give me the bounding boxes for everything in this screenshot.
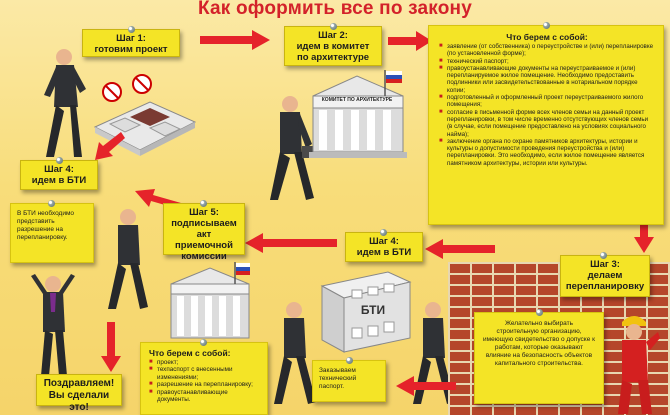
list-item: заявление (от собственника) о переустрой… [439,43,655,58]
page-title: Как оформить все по закону [198,0,472,19]
docs-bottom-note: Что берем с собой: проект; техпаспорт с … [140,342,268,415]
step4-label-bottom: Шаг 4: идем в БТИ [345,232,423,262]
docs-top-note: Что берем с собой: заявление (от собстве… [428,25,664,225]
list-item: технический паспорт; [439,58,655,66]
pin-icon [536,309,543,316]
pin-icon [200,200,207,207]
pin-icon [600,252,607,259]
bti-permit-note: В БТИ необходимо представить разрешение … [10,203,94,263]
list-item: заключение органа по охране памятников а… [439,138,655,167]
step3-label: Шаг 3: делаем перепланировку [560,255,650,297]
step4-label-top: Шаг 4: идем в БТИ [20,160,98,190]
final-banner: Поздравляем! Вы сделали это! [36,374,122,413]
docs-top-heading: Что берем с собой: [506,32,588,42]
pin-icon [48,200,55,207]
pin-icon [330,23,337,30]
builder-illustration [618,316,660,414]
list-item: правоустанавливающие документы. [149,389,261,404]
pin-icon [346,357,353,364]
person-step5-illustration [108,209,148,309]
arrow-to-step3 [634,205,654,253]
pin-icon [543,22,550,29]
pin-icon [200,339,207,346]
acceptance-building-illustration [170,262,250,339]
pin-icon [56,157,63,164]
docs-top-list: заявление (от собственника) о переустрой… [439,43,655,167]
list-item: техпаспорт с внесенными изменениями; [149,366,261,381]
list-item: правоустанавливающие документы на переус… [439,65,655,94]
bti-sign: БТИ [360,303,386,317]
arrow-step2-to-docs [388,31,432,51]
docs-bottom-heading: Что берем с собой: [149,348,231,358]
list-item: подготовленный и оформленный проект пере… [439,94,655,109]
committee-sign: КОМИТЕТ ПО АРХИТЕКТУРЕ [321,97,393,103]
person-step4-illustration [274,302,316,404]
arrow-step4-to-step5 [245,233,337,253]
docs-bottom-list: проект; техпаспорт с внесенными изменени… [149,359,261,403]
person-step1-illustration [44,49,86,157]
arrow-to-step4-bti [95,132,125,160]
arrow-step1-to-step2 [200,30,270,50]
committee-building-illustration [309,70,407,158]
builder-advice-note: Желательно выбирать строительную организ… [474,312,604,404]
arrow-to-final [101,322,121,372]
arrow-to-bti-passport [396,376,456,396]
order-passport-note: Заказываем технический паспорт. [312,360,386,402]
bti-building-illustration [320,271,412,353]
step1-label: Шаг 1: готовим проект [82,29,180,57]
list-item: проект; [149,359,261,367]
step2-label: Шаг 2: идем в комитет по архитектуре [284,26,382,66]
list-item: разрешение на перепланировку; [149,381,261,389]
order-passport-text: Заказываем технический паспорт. [319,367,357,390]
pin-icon [380,229,387,236]
arrow-step3-to-step4 [425,239,495,259]
person-final-illustration [31,274,75,376]
bti-permit-text: В БТИ необходимо представить разрешение … [17,210,75,241]
builder-advice-text: Желательно выбирать строительную организ… [483,320,595,367]
pin-icon [128,26,135,33]
list-item: согласие в письменной форме всех членов … [439,109,655,138]
step5-label: Шаг 5: подписываем акт приемочной комисс… [163,203,245,262]
